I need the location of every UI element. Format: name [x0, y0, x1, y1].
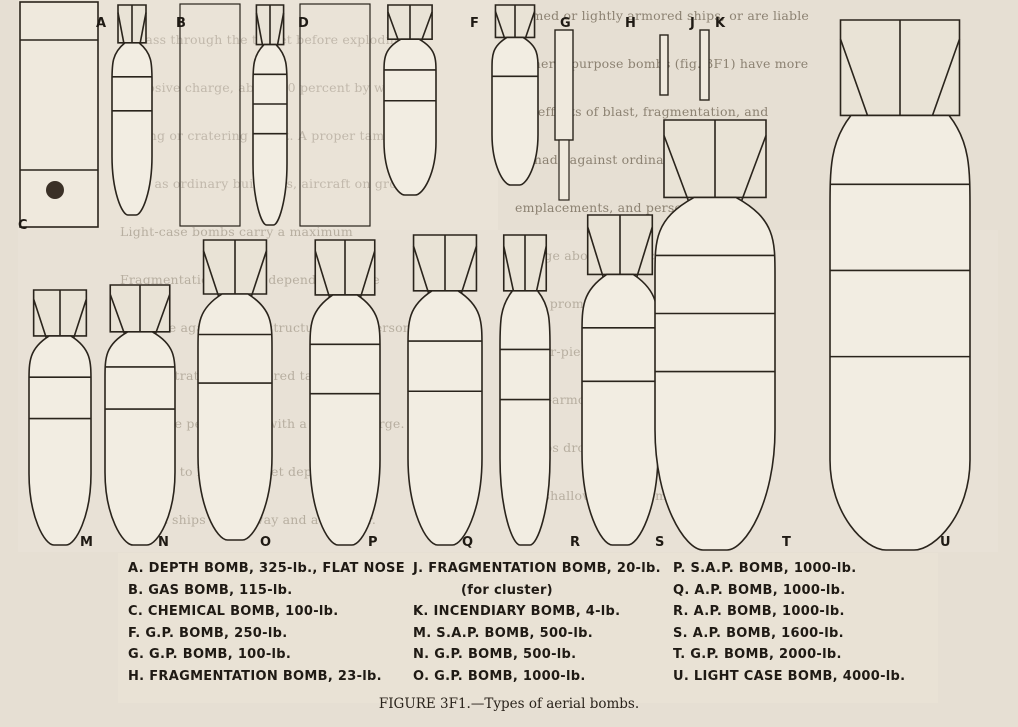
- bomb-letter-m: M: [80, 535, 93, 550]
- bomb-outline: [197, 293, 273, 541]
- bomb-m: [28, 289, 92, 546]
- bomb-letter-g: G: [560, 16, 571, 31]
- bomb-f: [383, 4, 437, 196]
- bomb-letter-p: P: [368, 535, 378, 550]
- bomb-outline: [654, 196, 776, 551]
- bomb-outline: [407, 290, 483, 546]
- bomb-outline: [252, 43, 288, 226]
- bomb-outline: [28, 335, 92, 546]
- bomb-d-frame: [299, 3, 371, 227]
- bomb-letter-n: N: [158, 535, 169, 550]
- legend-entry: M. S.A.P. BOMB, 500-lb.: [413, 625, 593, 641]
- legend-entry: (for cluster): [461, 582, 553, 598]
- legend-entry: R. A.P. BOMB, 1000-lb.: [673, 604, 845, 619]
- bomb-r: [499, 234, 551, 546]
- legend-entry: C. CHEMICAL BOMB, 100-lb.: [128, 604, 339, 619]
- bomb-letter-c: C: [18, 218, 28, 233]
- bomb-q: [407, 234, 483, 546]
- bomb-c-frame: [179, 3, 241, 227]
- legend-entry: Q. A.P. BOMB, 1000-lb.: [673, 582, 846, 598]
- bomb-letter-a: A: [96, 16, 107, 31]
- legend-entry: H. FRAGMENTATION BOMB, 23-lb.: [128, 668, 382, 684]
- bomb-o: [197, 239, 273, 541]
- bomb-outline: [104, 331, 176, 546]
- legend-entry: N. G.P. BOMB, 500-lb.: [413, 647, 577, 662]
- bomb-letter-q: Q: [462, 535, 474, 550]
- bomb-t: [654, 119, 776, 551]
- bomb-letter-k: K: [715, 16, 726, 31]
- bomb-outline: [829, 114, 971, 551]
- bomb-letter-f: F: [470, 16, 479, 31]
- legend-entry: G. G.P. BOMB, 100-lb.: [128, 647, 292, 662]
- figure-caption: FIGURE 3F1.—Types of aerial bombs.: [378, 696, 640, 712]
- bomb-letter-s: S: [655, 535, 665, 550]
- legend-entry: A. DEPTH BOMB, 325-lb., FLAT NOSE: [128, 561, 405, 576]
- legend-entry: F. G.P. BOMB, 250-lb.: [128, 625, 288, 641]
- bomb-h-body: [554, 29, 574, 141]
- legend-entry: P. S.A.P. BOMB, 1000-lb.: [673, 561, 857, 576]
- legend-entry: T. G.P. BOMB, 2000-lb.: [673, 647, 842, 662]
- bomb-s: [581, 214, 659, 546]
- bomb-outline: [111, 42, 153, 216]
- legend-entry: B. GAS BOMB, 115-lb.: [128, 582, 293, 598]
- bomb-u: [829, 19, 971, 551]
- legend: A. DEPTH BOMB, 325-lb., FLAT NOSE B. GAS …: [118, 553, 938, 703]
- bomb-letter-b: B: [176, 16, 186, 31]
- bomb-letter-o: O: [260, 535, 272, 550]
- legend-entry: O. G.P. BOMB, 1000-lb.: [413, 668, 586, 684]
- bomb-outline: [383, 38, 437, 196]
- bomb-outline: [499, 290, 551, 546]
- bomb-a-fuze: [46, 181, 64, 199]
- background-text-line: unmed or lightly armored ships, or are l…: [515, 8, 810, 23]
- legend-entry: U. LIGHT CASE BOMB, 4000-lb.: [673, 668, 906, 684]
- bomb-outline: [491, 36, 539, 186]
- bomb-j-body: [659, 34, 669, 96]
- background-text-line: for effects of blast, fragmentation, and: [515, 104, 769, 119]
- legend-entry: K. INCENDIARY BOMB, 4-lb.: [413, 604, 621, 619]
- bomb-d: [252, 4, 288, 226]
- bomb-letter-t: T: [782, 535, 791, 550]
- bomb-outline: [309, 294, 381, 546]
- bomb-p: [309, 239, 381, 546]
- bomb-letter-j: J: [690, 16, 695, 31]
- bomb-k-body: [699, 29, 710, 101]
- bomb-letter-h: H: [625, 16, 636, 31]
- bomb-b: [111, 4, 153, 216]
- bomb-h-nose: [558, 139, 570, 201]
- legend-entry: S. A.P. BOMB, 1600-lb.: [673, 625, 844, 641]
- bomb-outline: [581, 273, 659, 546]
- bomb-n: [104, 284, 176, 546]
- legend-entry: J. FRAGMENTATION BOMB, 20-lb.: [413, 561, 661, 576]
- bomb-g: [491, 4, 539, 186]
- background-text-line: emplacements, and personnel.: [515, 200, 715, 215]
- bomb-letter-u: U: [940, 535, 951, 550]
- bomb-letter-d: D: [298, 16, 309, 31]
- bomb-letter-r: R: [570, 535, 581, 550]
